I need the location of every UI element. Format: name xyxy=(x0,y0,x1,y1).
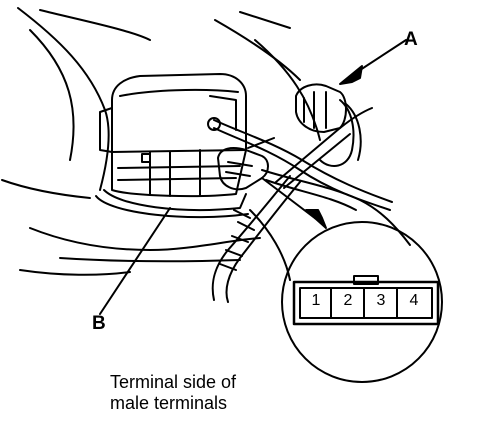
leader-line-b xyxy=(99,207,171,315)
terminal-pin-1: 1 xyxy=(311,292,321,309)
wiring-harness xyxy=(211,107,411,303)
figure-caption: Terminal side of male terminals xyxy=(110,372,310,414)
terminal-pin-3: 3 xyxy=(376,292,386,309)
sensor-connector xyxy=(217,137,275,191)
callout-label-a: A xyxy=(404,29,418,50)
caption-line-2: male terminals xyxy=(110,393,228,413)
connector-a xyxy=(295,83,362,167)
sensor-cable xyxy=(207,117,393,211)
callout-label-b: B xyxy=(92,313,106,334)
sensor-housing xyxy=(95,73,249,219)
terminal-pin-2: 2 xyxy=(343,292,353,309)
leader-arrow-detail xyxy=(261,177,327,229)
leader-arrow-a xyxy=(339,39,407,85)
caption-line-1: Terminal side of xyxy=(110,372,237,392)
detail-circle xyxy=(281,221,443,383)
terminal-pin-4: 4 xyxy=(409,292,419,309)
